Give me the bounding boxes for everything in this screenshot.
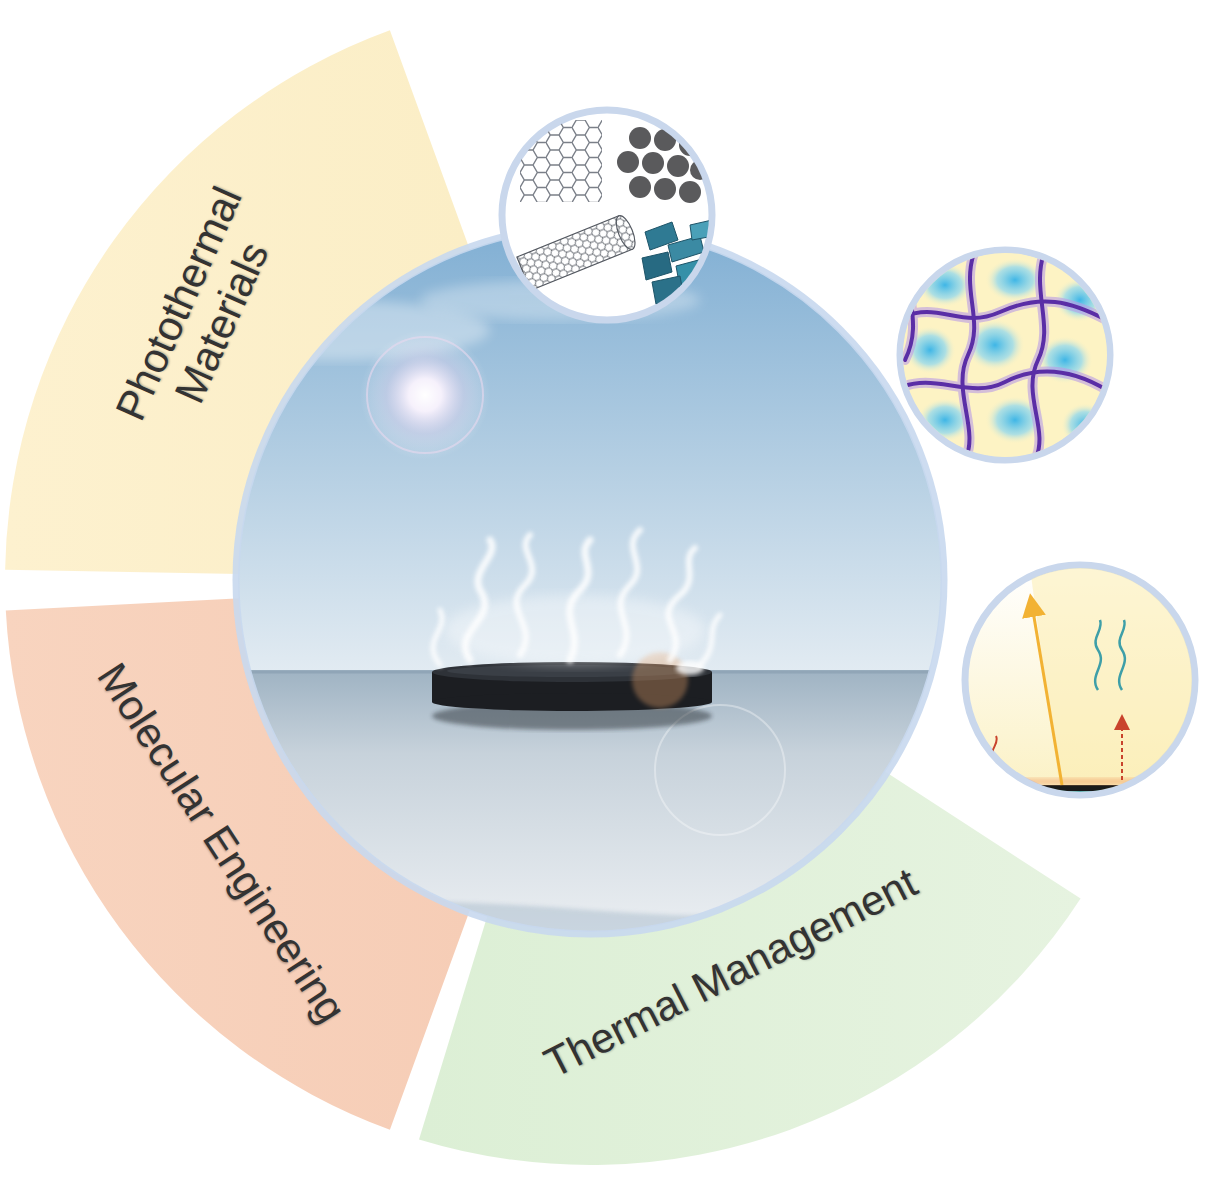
band-label: Molecular Engineering [86,652,357,1035]
evaporation-scene [170,220,950,950]
band-label: Photothermal Materials [94,153,305,473]
band-label: Thermal Management [533,857,928,1089]
polymer-network-inset [900,250,1110,460]
heat-balance-inset [940,568,1200,870]
band-title: Photothermal Materials [94,153,305,473]
band-title: Thermal Management [533,857,928,1089]
nanomaterials-inset [517,120,714,304]
band-title: Molecular Engineering [86,652,357,1035]
